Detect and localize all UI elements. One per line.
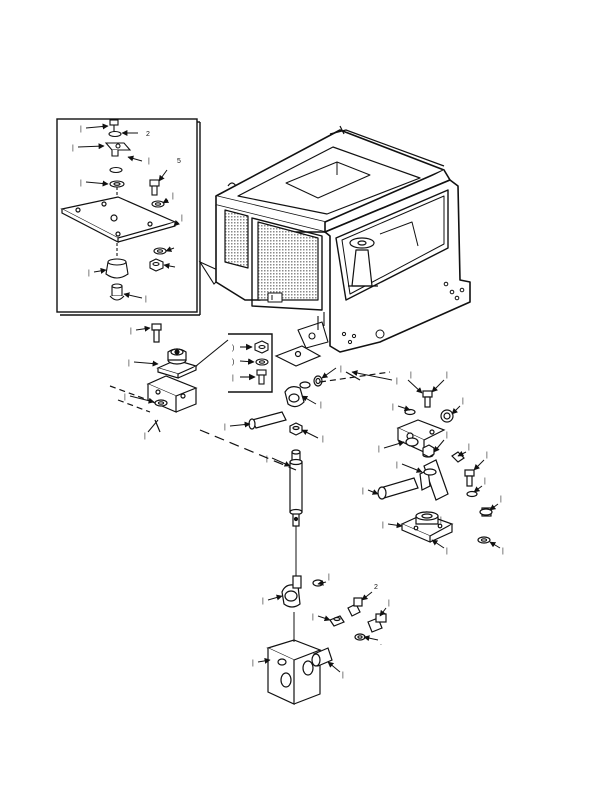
callout-label: | [468,444,470,451]
inset-bolt-top [108,119,122,138]
inset-labels: | | | | | 2 | 5 | | [72,126,183,303]
callout-label: | [392,404,394,411]
inset-label: | [72,145,74,152]
callout-label: | [382,522,384,529]
center-shock-assembly [199,345,391,705]
hardware-callout [195,333,273,393]
callout-label: | [410,372,412,379]
callout-label: | [440,517,442,524]
callout-label: | [266,456,268,463]
inset-mounting-plate [60,196,177,243]
hinge-bracket [297,312,329,349]
detail-inset: | | | | | 2 | 5 | | [56,118,201,316]
callout-label: ) [232,345,234,352]
left-screen [224,209,249,269]
steering-wheel [348,237,378,287]
inset-label: 5 [177,158,181,165]
callout-label: | [328,574,330,581]
right-isolator-mount [400,511,454,543]
left-mount-bolt [151,323,162,343]
callout-label: | [446,372,448,379]
callout-label: | [232,375,234,382]
callout-label: | [462,398,464,405]
inset-frame [56,118,198,313]
inset-clip-bracket [104,142,132,157]
callout-label: | [446,432,448,439]
shock-cylinder [289,449,303,527]
callout-label: | [396,462,398,469]
callout-label: | [378,446,380,453]
callout-label: | [144,433,146,440]
inset-label: | [80,180,82,187]
callout-label: | [252,660,254,667]
inset-label: | [145,296,147,303]
inset-label: | [148,158,150,165]
callout-label: | [342,672,344,679]
callout-label: | [128,360,130,367]
callout-label: | [130,328,132,335]
callout-label: | [322,436,324,443]
callout-label: | [362,488,364,495]
callout-label: | [484,478,486,485]
callout-label: | [312,614,314,621]
callout-label: | [262,598,264,605]
inset-side-bolt [149,179,165,208]
inset-isolator [105,243,129,301]
inset-leaders [77,123,180,299]
cab-assembly [215,125,471,353]
inset-label: 2 [146,131,150,138]
lower-mount-block [266,639,322,705]
callout-labels: | | | | ) ) | | | | | | | | | | | | | | … [124,328,504,679]
callout-label: | [502,548,504,555]
inset-label: | [172,193,174,200]
callout-leaders [129,325,501,673]
callout-label: | [396,378,398,385]
left-mount-assembly [109,323,198,433]
callout-label: 2 [374,584,378,591]
callout-label: . [380,640,382,647]
right-mount-assembly [377,390,493,544]
inset-label: | [88,270,90,277]
callout-label: | [486,452,488,459]
callout-label: | [340,366,342,373]
callout-label: | [224,424,226,431]
callout-label: | [320,402,322,409]
callout-label: | [124,394,126,401]
inset-label: | [181,215,183,222]
callout-label: | [500,496,502,503]
callout-label: ) [232,359,234,366]
inset-label: | [80,126,82,133]
inset-washer-nut [149,247,167,272]
callout-label: | [388,600,390,607]
door-screen [257,221,319,301]
callout-label: | [446,548,448,555]
left-isolator-mount [156,348,198,379]
